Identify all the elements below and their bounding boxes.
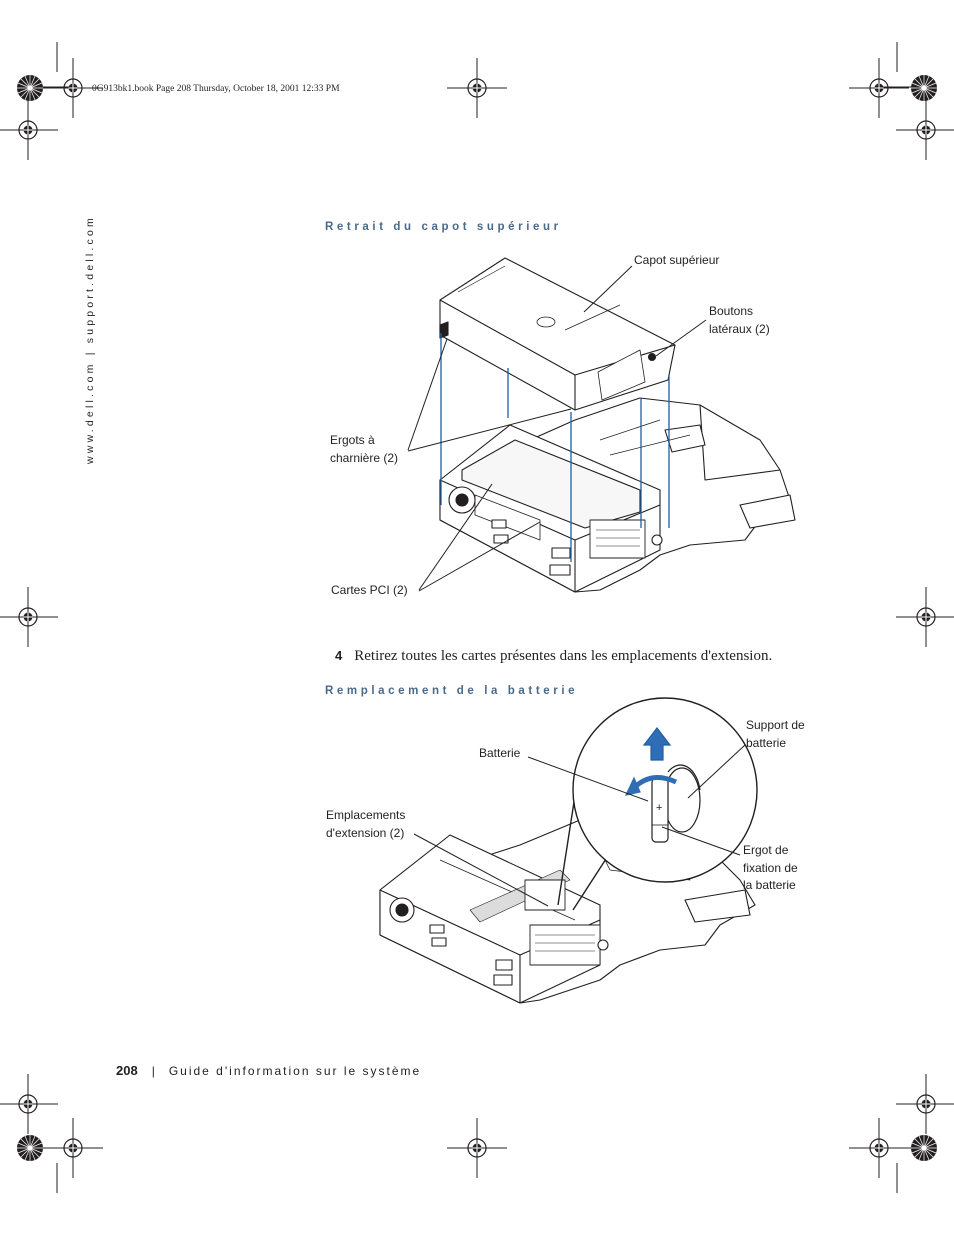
footer-title: Guide d'information sur le système bbox=[168, 1064, 422, 1078]
section-heading-cover: Retrait du capot supérieur bbox=[325, 221, 562, 233]
label-battery-holder: Support de batterie bbox=[746, 717, 805, 752]
label-hinge-tabs-line-1: Ergots à bbox=[330, 433, 375, 447]
print-header: 0G913bk1.book Page 208 Thursday, October… bbox=[92, 84, 340, 94]
label-hinge-tabs-line-2: charnière (2) bbox=[330, 450, 399, 465]
label-battery: Batterie bbox=[479, 745, 520, 763]
label-expansion-slots: Emplacements d'extension (2) bbox=[326, 807, 405, 842]
step-number: 4 bbox=[335, 648, 343, 663]
alignment-lines bbox=[440, 333, 670, 562]
step-text: Retirez toutes les cartes présentes dans… bbox=[354, 648, 773, 664]
label-side-buttons: Boutons latéraux (2) bbox=[709, 303, 770, 338]
label-side-buttons-line-1: Boutons bbox=[709, 304, 754, 318]
section-heading-battery: Remplacement de la batterie bbox=[325, 685, 579, 697]
crop-marks bbox=[42, 42, 912, 1193]
label-retention-tab-line-1: Ergot de bbox=[743, 843, 789, 857]
label-expansion-slots-line-1: Emplacements bbox=[326, 808, 406, 822]
battery-detail bbox=[624, 727, 701, 843]
label-side-buttons-line-2: latéraux (2) bbox=[709, 321, 770, 336]
label-top-cover-text: Capot supérieur bbox=[634, 253, 720, 267]
label-battery-holder-line-1: Support de bbox=[746, 718, 805, 732]
label-expansion-slots-line-2: d'extension (2) bbox=[326, 825, 405, 840]
label-pci-cards-text: Cartes PCI (2) bbox=[331, 583, 408, 597]
label-battery-text: Batterie bbox=[479, 746, 521, 760]
page-number: 208 bbox=[116, 1063, 138, 1078]
label-pci-cards: Cartes PCI (2) bbox=[331, 582, 408, 600]
label-retention-tab: Ergot de fixation de la batterie bbox=[743, 842, 798, 895]
footer-separator: | bbox=[151, 1064, 155, 1078]
battery-plus-mark: + bbox=[656, 802, 663, 814]
label-battery-holder-line-2: batterie bbox=[746, 735, 787, 750]
label-retention-tab-line-2: fixation de bbox=[743, 860, 798, 875]
label-retention-tab-line-3: la batterie bbox=[743, 878, 796, 892]
label-top-cover: Capot supérieur bbox=[634, 252, 719, 270]
sidebar-url: www.dell.com | support.dell.com bbox=[84, 215, 96, 464]
instruction-step: 4 Retirez toutes les cartes présentes dan… bbox=[335, 647, 772, 665]
leader-lines-2 bbox=[413, 744, 746, 907]
leader-lines-1 bbox=[407, 265, 707, 592]
label-hinge-tabs: Ergots à charnière (2) bbox=[330, 432, 398, 467]
page-footer: 208 | Guide d'information sur le système bbox=[116, 1062, 421, 1080]
top-cover-illustration bbox=[439, 257, 796, 593]
